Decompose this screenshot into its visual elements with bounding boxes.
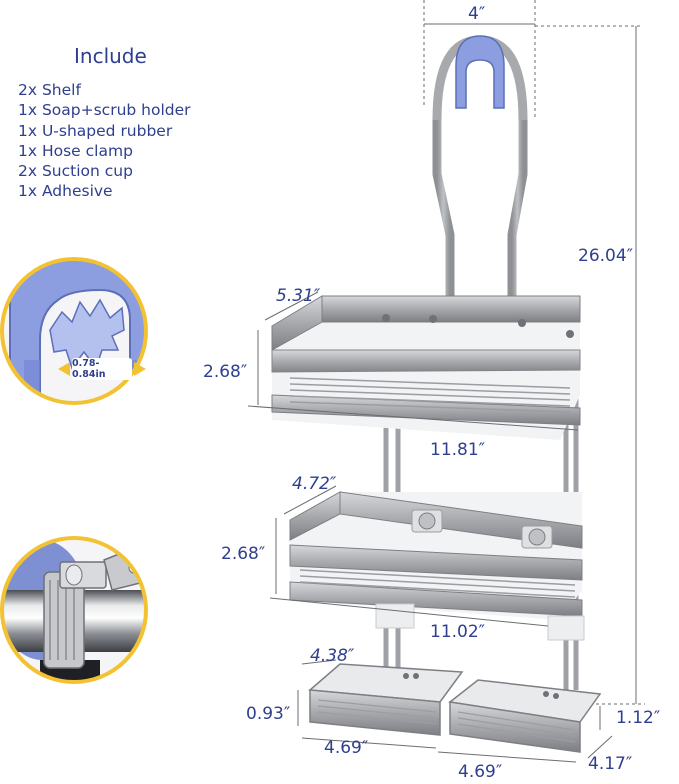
dim-soap-width-right: 4.69″ bbox=[458, 762, 503, 782]
dim-mid-width: 11.02″ bbox=[430, 622, 486, 642]
rubber-range-label: 0.78-0.84in bbox=[72, 358, 132, 380]
dim-mid-height: 2.68″ bbox=[221, 544, 266, 564]
dim-soap-depth: 4.38″ bbox=[310, 646, 355, 666]
hook-width-guides bbox=[423, 0, 645, 705]
dim-mid-depth: 4.72″ bbox=[292, 474, 337, 494]
adhesive-pads bbox=[375, 603, 585, 641]
include-item-adhesive: 1x Adhesive bbox=[18, 182, 113, 201]
dim-soap-height-left: 0.93″ bbox=[246, 704, 291, 724]
dim-total-height: 26.04″ bbox=[578, 246, 634, 266]
top-shelf bbox=[271, 295, 581, 440]
dim-soap-width-left: 4.69″ bbox=[324, 738, 369, 758]
range-arrow bbox=[58, 362, 146, 376]
soap-holders bbox=[308, 663, 602, 753]
dim-top-height: 2.68″ bbox=[203, 362, 248, 382]
include-item-soap-holder: 1x Soap+scrub holder bbox=[18, 101, 191, 120]
include-item-rubber: 1x U-shaped rubber bbox=[18, 121, 173, 140]
rubber-closeup-callout bbox=[0, 257, 148, 405]
include-item-hose-clamp: 1x Hose clamp bbox=[18, 141, 133, 160]
include-item-suction-cup: 2x Suction cup bbox=[18, 162, 133, 181]
dim-soap-depth-right: 4.17″ bbox=[588, 754, 633, 774]
dim-top-depth: 5.31″ bbox=[276, 286, 321, 306]
hose-clamp-closeup-callout bbox=[0, 536, 148, 684]
rubber-cap bbox=[455, 35, 505, 109]
suction-cups bbox=[411, 509, 553, 549]
dim-soap-height-right: 1.12″ bbox=[616, 708, 661, 728]
dimension-guides bbox=[247, 291, 613, 763]
include-list: 2x Shelf 1x Soap+scrub holder 1x U-shape… bbox=[18, 80, 191, 202]
middle-shelf bbox=[289, 491, 585, 641]
include-title: Include bbox=[74, 44, 147, 68]
dim-hook-width: 4″ bbox=[468, 4, 486, 24]
hanger bbox=[432, 35, 528, 315]
dim-top-width: 11.81″ bbox=[430, 440, 486, 460]
include-item-shelf: 2x Shelf bbox=[18, 81, 81, 99]
